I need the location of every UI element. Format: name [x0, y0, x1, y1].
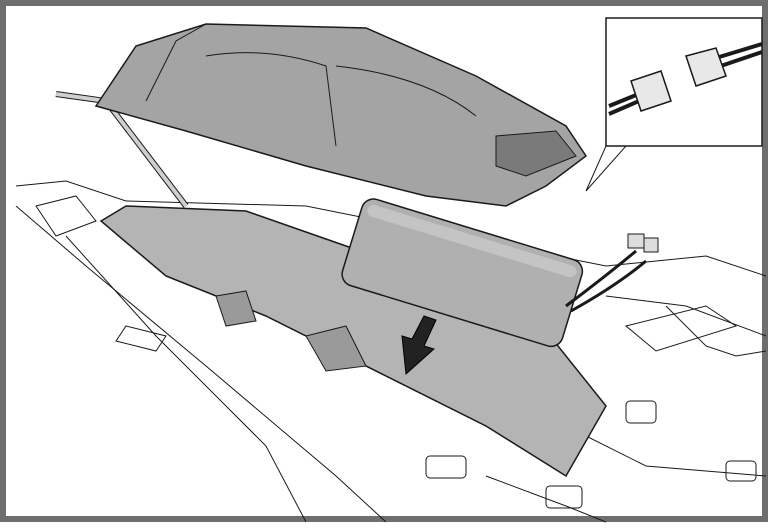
bay-mounts — [215, 290, 367, 372]
battery-plug — [627, 233, 645, 249]
connector-male — [630, 70, 672, 112]
callout-pointer — [585, 145, 628, 192]
connector-detail-inset — [605, 17, 763, 147]
down-arrow-icon — [401, 315, 437, 376]
connector-female — [685, 47, 727, 87]
canopy-vents — [495, 130, 577, 177]
canopy — [94, 23, 588, 207]
fuselage-linework — [15, 180, 767, 523]
battery-installation-diagram — [15, 17, 767, 523]
connector-detail — [608, 42, 763, 116]
battery-leads — [565, 249, 647, 313]
battery-pack — [341, 198, 584, 348]
